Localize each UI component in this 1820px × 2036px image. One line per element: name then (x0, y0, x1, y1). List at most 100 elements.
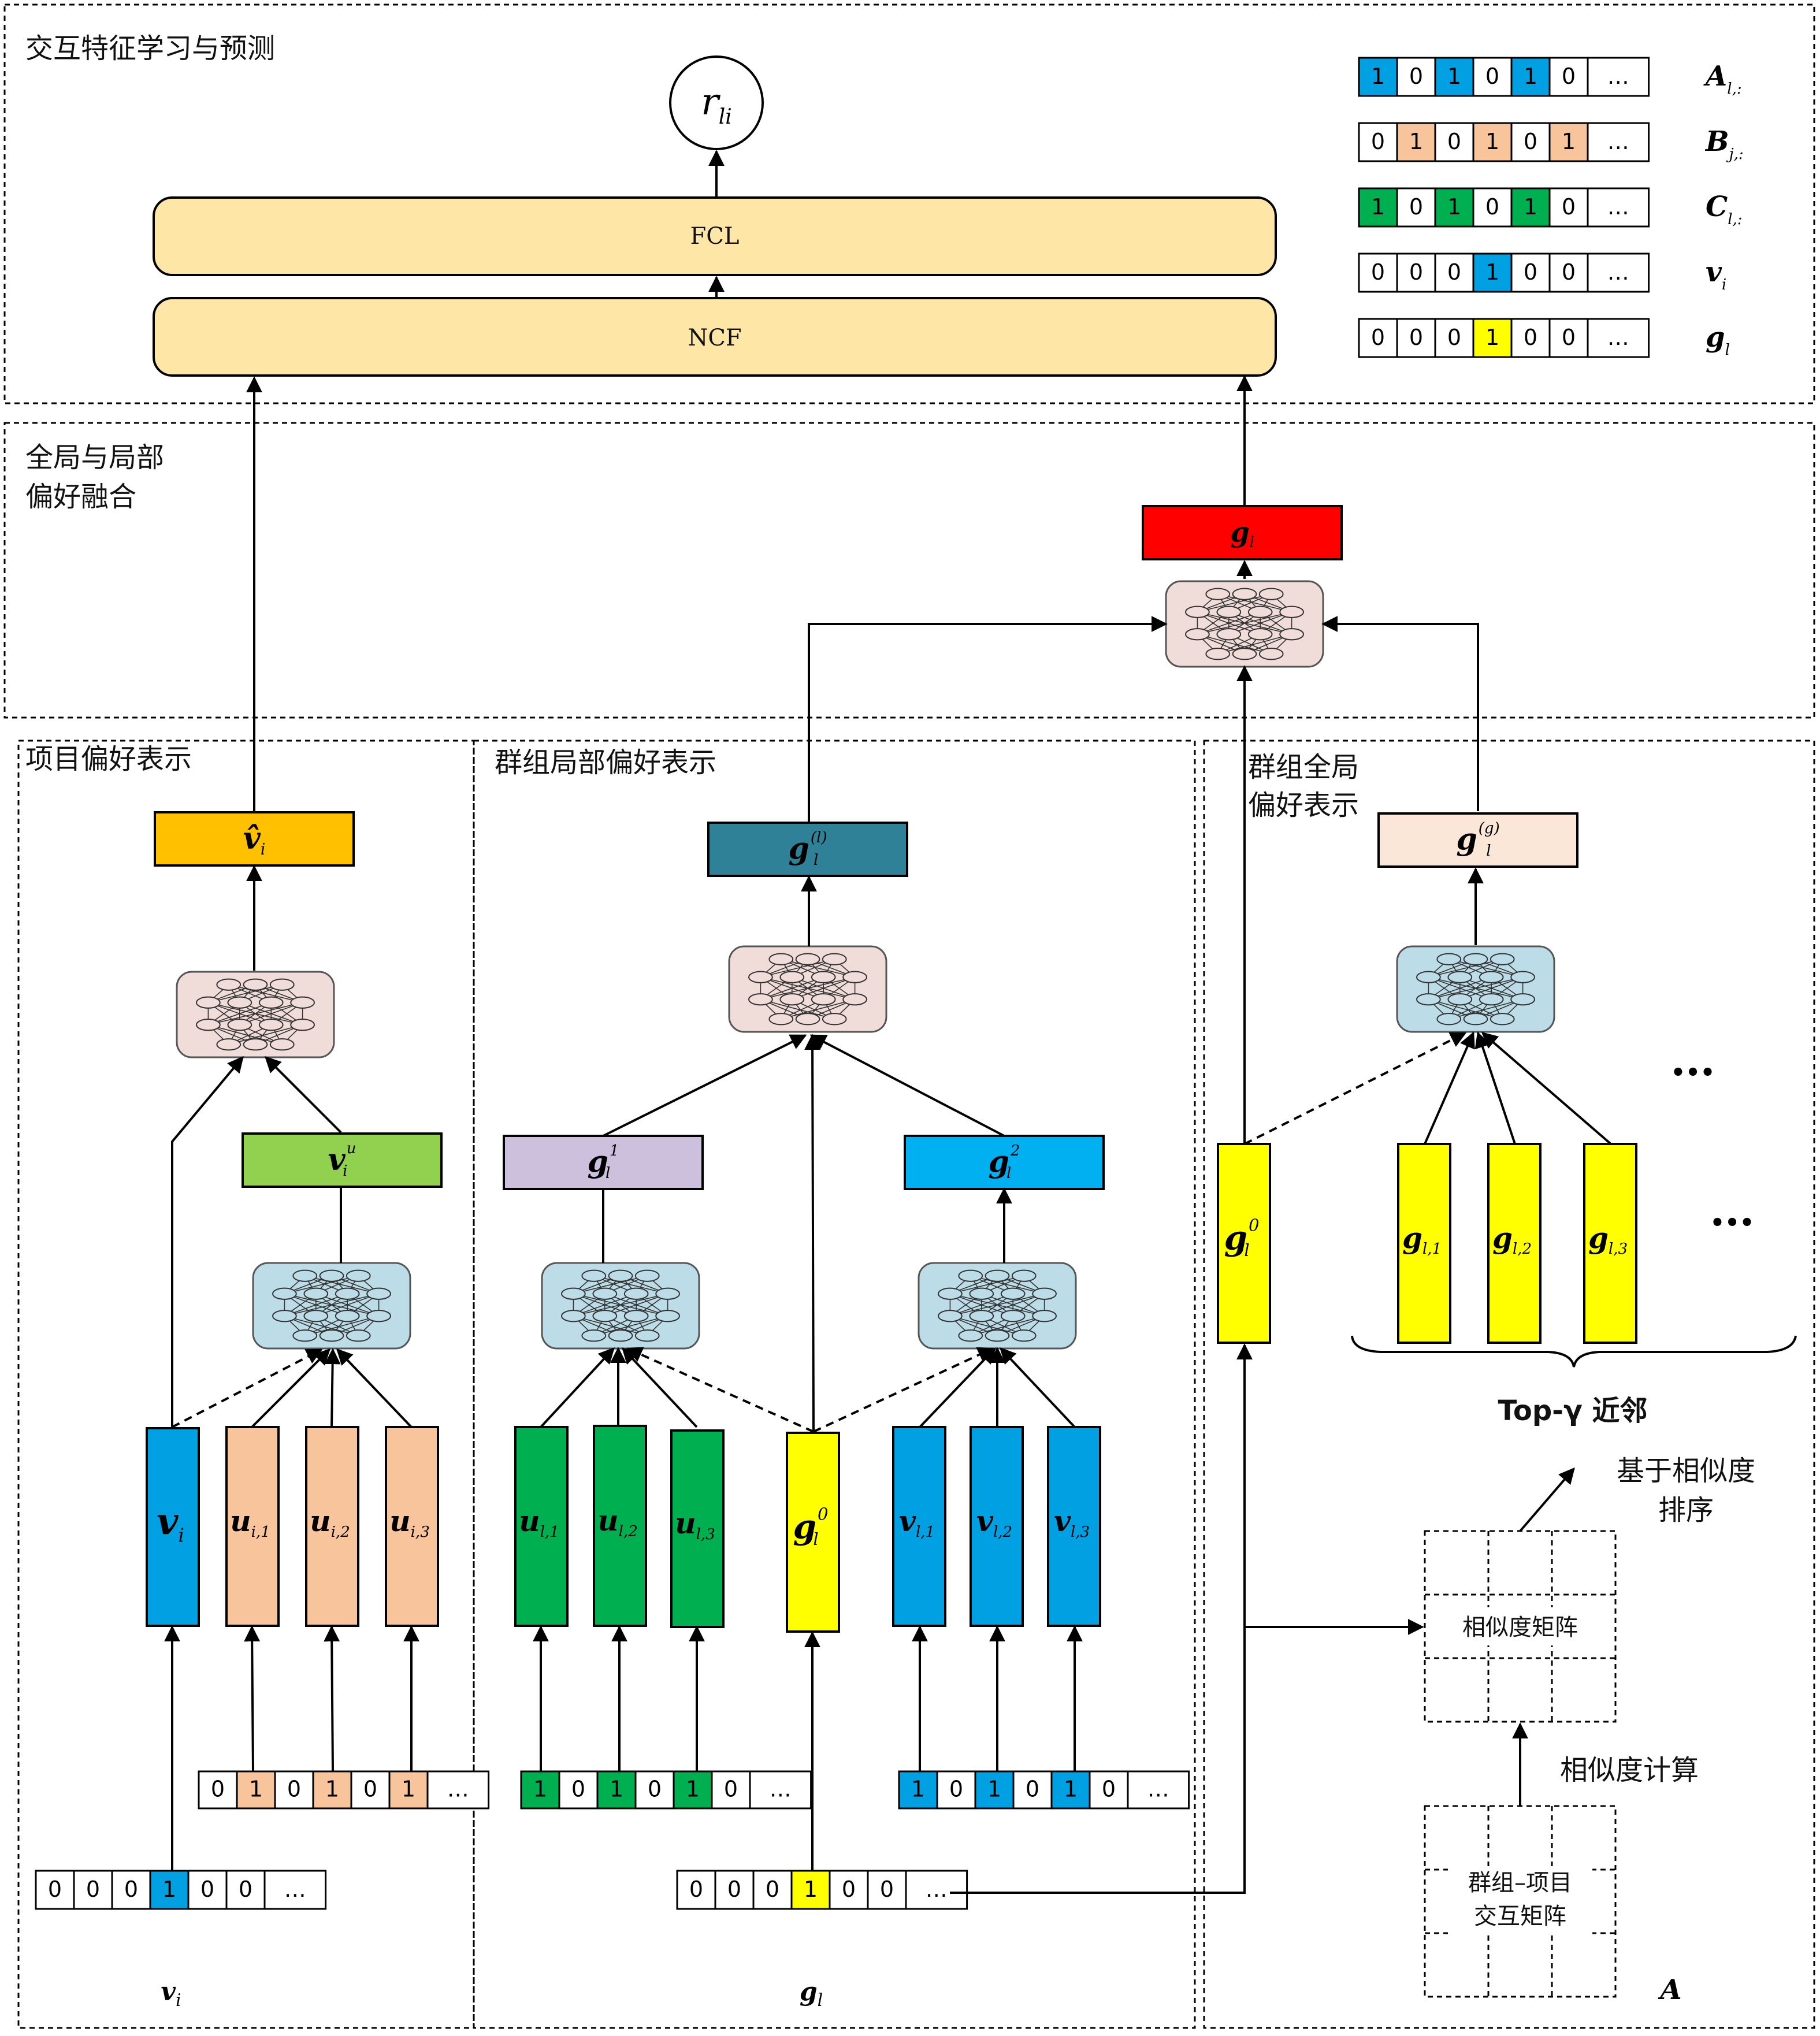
item-section-frame (17, 740, 475, 2029)
onehot-cell-value: 0 (766, 1877, 779, 1902)
local-item-neural-net-icon (918, 1262, 1077, 1350)
neighbor-group-bar-3: gl,3 (1583, 1143, 1637, 1344)
neuron (623, 1287, 649, 1300)
onehot-cell (1396, 122, 1436, 162)
dash-g0-to-rightnet (813, 1347, 994, 1433)
global-section-title-line2: 偏好表示 (1248, 789, 1359, 822)
onehot-cell-value: 0 (1524, 129, 1537, 154)
neuron (958, 1269, 983, 1282)
onehot-cell-value: 0 (1485, 194, 1499, 220)
fusion-section-title-line1: 全局与局部 (25, 441, 164, 474)
v_l3-bar (1047, 1426, 1101, 1627)
neuron (1416, 993, 1441, 1006)
onehot-cell-value: 1 (1371, 194, 1385, 220)
onehot-cell-value: 0 (124, 1877, 138, 1902)
v_l1-bar-label: vl,1 (899, 1504, 935, 1541)
onehot-cell-value: 0 (48, 1877, 62, 1902)
neuron (258, 996, 284, 1009)
u_l3-bar-label: ul,3 (675, 1506, 715, 1543)
arrow-gl2-to-globalnet (1474, 1031, 1516, 1145)
onehot-cell-value: 1 (1562, 129, 1576, 154)
u_i2-bar-label: ui,2 (310, 1504, 350, 1541)
line-ginput-to-global (950, 1343, 1253, 1894)
onehot-cell-value: 1 (325, 1777, 339, 1802)
onehot-cell-value: 0 (1524, 259, 1537, 285)
arrow-onehot-to-ui2 (324, 1625, 340, 1772)
neuron (1011, 1329, 1037, 1342)
neuron (1247, 628, 1273, 641)
onehot-cell (198, 1770, 238, 1810)
onehot-cell-value: 0 (1485, 64, 1499, 89)
neuron (969, 1310, 994, 1322)
neuron (1216, 628, 1242, 641)
arrow-ui2-to-usernet (324, 1348, 341, 1428)
onehot-cell (1587, 318, 1650, 358)
bottom-label-a: A (1658, 1974, 1681, 2006)
fcl-layer-label: FCL (690, 223, 740, 250)
item-user-embedding-bar-3: ui,3 (385, 1426, 439, 1627)
neuron (319, 1269, 344, 1282)
neuron (269, 978, 295, 991)
u_i3-bar (385, 1426, 439, 1627)
onehot-cell (1548, 318, 1589, 358)
onehot-cell-value: 0 (1409, 325, 1423, 350)
g_l1-bar (1397, 1143, 1451, 1344)
neighbor-group-bar-1: gl,1 (1397, 1143, 1451, 1344)
onehot-cell (905, 1870, 968, 1910)
g_global-box (1377, 812, 1578, 868)
interaction-section-frame (3, 3, 1815, 404)
arrow-ui3-to-usernet (336, 1348, 413, 1428)
dash-vbar-to-usernet (172, 1348, 323, 1428)
onehot-cell-value: 1 (402, 1777, 415, 1802)
local-neural-net-icon (728, 945, 887, 1033)
neuron (319, 1329, 344, 1342)
arrow-g1-to-localnet (603, 1034, 807, 1137)
g_l2-bar (1487, 1143, 1542, 1344)
neuron (1185, 628, 1210, 641)
neuron (1032, 1310, 1057, 1322)
onehot-cell (1587, 122, 1650, 162)
g_local-box (707, 822, 908, 877)
onehot-cell-value: 0 (842, 1877, 856, 1902)
fcl-layer (153, 196, 1277, 276)
onehot-cell (426, 1770, 490, 1810)
onehot-cell-value: 1 (686, 1777, 700, 1802)
onehot-cell-value: … (1607, 325, 1629, 350)
neuron (768, 1013, 794, 1026)
neuron (1279, 628, 1305, 641)
onehot-cell-value: 0 (1524, 325, 1537, 350)
onehot-cell-value: 0 (86, 1877, 100, 1902)
neuron (795, 1013, 820, 1026)
group-item-embedding-bar-2: vl,2 (970, 1426, 1024, 1627)
nn-item-top-frame (176, 971, 335, 1058)
neuron (1000, 1287, 1026, 1300)
u_i3-bar-label: ui,3 (389, 1504, 429, 1541)
neuron (1011, 1269, 1037, 1282)
neuron (1279, 605, 1305, 618)
neuron (1416, 971, 1441, 983)
item-section-title: 项目偏好表示 (25, 743, 192, 775)
onehot-cell (1050, 1770, 1091, 1810)
onehot-cell-value: … (447, 1777, 469, 1802)
gl_fused-label: gl (1230, 516, 1254, 551)
interaction-matrix-label-line2: 交互矩阵 (1474, 1903, 1566, 1930)
onehot-cell-value: 1 (533, 1777, 547, 1802)
onehot-cell-value: … (1607, 259, 1629, 285)
onehot-cell-value: 1 (1064, 1777, 1078, 1802)
neuron (779, 993, 805, 1006)
neuron (1232, 588, 1257, 600)
item-final-vector: v̂i (154, 811, 355, 867)
onehot-cell (711, 1770, 751, 1810)
neuron (779, 971, 805, 983)
onehot-cell-value: … (1607, 64, 1629, 89)
arrow-vl1-to-rightnet (919, 1347, 996, 1428)
onehot-cell-value: 0 (1562, 194, 1576, 220)
neuron (561, 1287, 586, 1300)
neuron (811, 993, 836, 1006)
neuron (811, 971, 836, 983)
arrow-gglobal-to-fusion (1321, 616, 1479, 811)
neuron (938, 1310, 963, 1322)
